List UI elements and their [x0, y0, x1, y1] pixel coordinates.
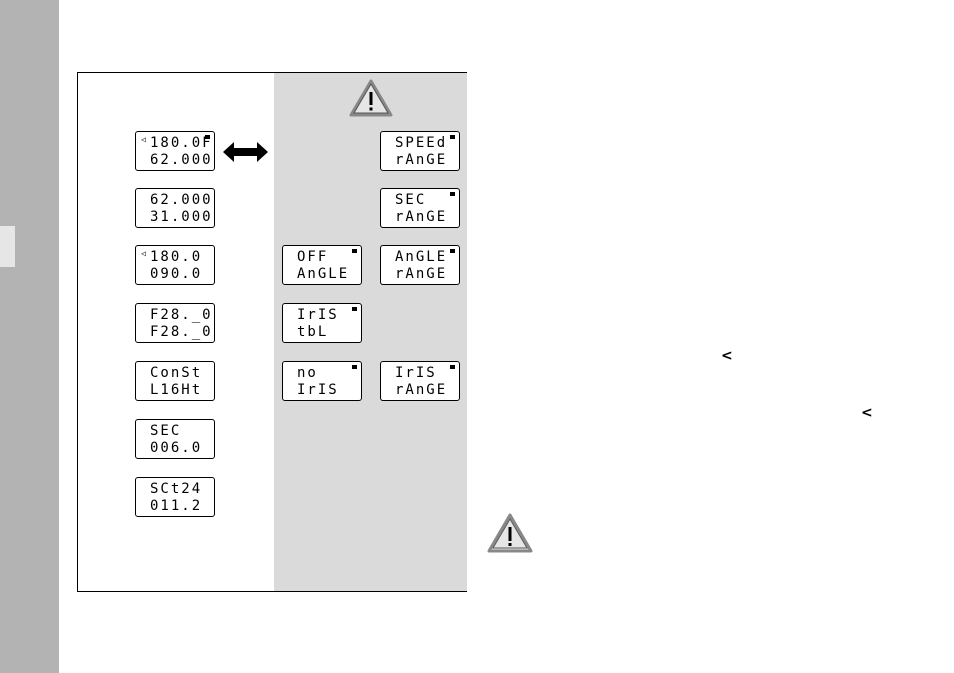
- lcd-display: ◁ 180.0F 62.000: [135, 131, 215, 171]
- less-than-marker: <: [721, 349, 733, 363]
- lcd-display: 62.000 31.000: [135, 188, 215, 228]
- sidebar-tab: [0, 226, 15, 267]
- indicator: [352, 307, 357, 311]
- indicator: [352, 365, 357, 369]
- display-line-1: 180.0F: [150, 136, 213, 150]
- lcd-display: no IrIS: [282, 361, 362, 401]
- double-arrow-icon: [223, 141, 268, 163]
- lcd-display: SEC 006.0: [135, 419, 215, 459]
- display-line-1: IrIS: [395, 366, 437, 380]
- lcd-display: SEC rAnGE: [380, 188, 460, 228]
- display-line-2: 62.000: [150, 153, 213, 167]
- indicator: [450, 192, 455, 196]
- display-line-1: ConSt: [150, 366, 202, 380]
- less-than-marker: <: [861, 406, 873, 420]
- indicator: [450, 365, 455, 369]
- display-line-2: rAnGE: [395, 383, 447, 397]
- display-line-2: IrIS: [297, 383, 339, 397]
- lcd-display: F28._0 F28._0: [135, 303, 215, 343]
- mark: ◁: [141, 136, 146, 144]
- lcd-display: ConSt L16Ht: [135, 361, 215, 401]
- display-line-2: 31.000: [150, 210, 213, 224]
- display-line-1: no: [297, 366, 318, 380]
- mark: ◁: [141, 250, 146, 258]
- display-line-2: rAnGE: [395, 210, 447, 224]
- display-line-2: F28._0: [150, 325, 213, 339]
- display-line-2: rAnGE: [395, 153, 447, 167]
- display-line-1: 62.000: [150, 193, 213, 207]
- lcd-display: SCt24 011.2: [135, 477, 215, 517]
- display-line-1: SEC: [150, 424, 181, 438]
- display-line-1: SEC: [395, 193, 426, 207]
- indicator: [450, 249, 455, 253]
- display-line-1: 180.0: [150, 250, 202, 264]
- display-line-2: AnGLE: [297, 267, 349, 281]
- indicator: [352, 249, 357, 253]
- display-line-1: SPEEd: [395, 136, 447, 150]
- page-sidebar: [0, 0, 59, 673]
- lcd-display: OFF AnGLE: [282, 245, 362, 285]
- display-line-1: OFF: [297, 250, 328, 264]
- lcd-display: ◁ 180.0 090.0: [135, 245, 215, 285]
- lcd-display: IrIS rAnGE: [380, 361, 460, 401]
- display-diagram-panel: ◁ 180.0F 62.000 62.000 31.000 ◁ 180.0 09…: [77, 72, 467, 592]
- lcd-display: AnGLE rAnGE: [380, 245, 460, 285]
- display-line-1: AnGLE: [395, 250, 447, 264]
- display-line-1: IrIS: [297, 308, 339, 322]
- lcd-display: SPEEd rAnGE: [380, 131, 460, 171]
- display-line-2: rAnGE: [395, 267, 447, 281]
- lcd-display: IrIS tbL: [282, 303, 362, 343]
- display-line-2: 090.0: [150, 267, 202, 281]
- display-line-2: L16Ht: [150, 383, 202, 397]
- display-line-1: SCt24: [150, 482, 202, 496]
- indicator: [450, 135, 455, 139]
- display-line-2: 011.2: [150, 499, 202, 513]
- display-line-2: 006.0: [150, 441, 202, 455]
- display-line-1: F28._0: [150, 308, 213, 322]
- warning-triangle-icon: [486, 512, 534, 554]
- display-line-2: tbL: [297, 325, 328, 339]
- warning-triangle-icon: [348, 78, 394, 118]
